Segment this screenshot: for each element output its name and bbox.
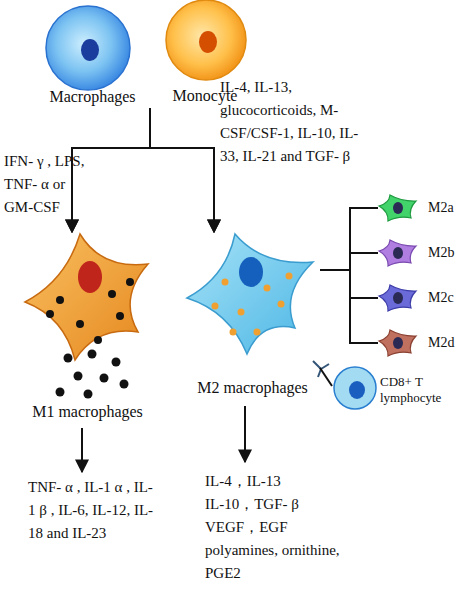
cell-nucleus — [239, 257, 263, 287]
granule-dot — [238, 309, 245, 316]
cell-shape — [25, 234, 148, 360]
cytokine-label: PGE2 — [205, 562, 405, 585]
output-arrow — [81, 428, 83, 472]
m2-subtype: M2c — [378, 284, 468, 312]
node-shape — [378, 239, 468, 267]
granule-dot — [286, 273, 293, 280]
cytokine-label: IFN- γ , LPS, TNF- α or GM-CSF — [4, 150, 88, 219]
cell-nucleus — [78, 261, 102, 293]
subtype-cell — [379, 240, 416, 266]
granule-dot — [76, 320, 84, 328]
granule-dot — [120, 380, 129, 389]
cytokine-label: TNF- α , IL-1 α , IL-1 β , IL-6, IL-12, … — [28, 476, 156, 545]
node-shape — [20, 232, 155, 427]
node-label: M2c — [428, 289, 468, 306]
granule-dot — [46, 310, 54, 318]
granule-dot — [108, 290, 116, 298]
cell-nucleus — [393, 202, 403, 214]
cell-nucleus — [393, 292, 403, 304]
cell-nucleus — [393, 337, 403, 349]
granule-dot — [254, 329, 261, 336]
cytokine-label: VEGF，EGF — [205, 516, 405, 539]
granule-dot — [94, 336, 102, 344]
m2-subtype: M2b — [378, 239, 468, 267]
connector — [72, 108, 150, 232]
granule-dot — [74, 372, 83, 381]
granule-dot — [88, 350, 97, 359]
connector — [72, 108, 150, 232]
subtype-cell — [379, 285, 416, 311]
granule-dot — [112, 358, 121, 367]
connector — [150, 108, 214, 232]
m2-subtype: M2a — [378, 194, 468, 222]
cell-nucleus — [199, 31, 217, 53]
node-label: M2 macrophages — [185, 378, 320, 397]
macrophage-cell: Macrophages — [35, 5, 150, 108]
node-label: M2b — [428, 244, 468, 261]
m2-subtype: M2d — [378, 329, 468, 357]
granule-dot — [56, 388, 65, 397]
granule-dot — [212, 303, 219, 310]
granule-dot — [278, 301, 285, 308]
connector — [150, 108, 214, 232]
node-shape — [378, 194, 468, 222]
cytokine-label: IL-4, IL-13, glucocorticoids, M-CSF/CSF-… — [220, 76, 365, 168]
cell-circle — [46, 6, 130, 90]
granule-dot — [84, 390, 93, 399]
cell-nucleus — [349, 381, 365, 399]
cell-circle — [334, 367, 376, 409]
node-shape — [378, 329, 468, 357]
cytokine-label: IL-10，TGF- β — [205, 493, 405, 516]
m2-macrophage: M2 macrophages — [185, 232, 320, 402]
cell-nucleus — [81, 39, 99, 61]
granule-dot — [100, 374, 109, 383]
granule-dot — [116, 312, 124, 320]
granule-dot — [264, 285, 271, 292]
node-label: M2a — [428, 199, 468, 216]
cell-shape — [187, 234, 313, 354]
granule-dot — [126, 278, 134, 286]
output-arrow — [244, 406, 246, 462]
cell-circle — [166, 0, 246, 80]
connector — [320, 253, 378, 270]
granule-dot — [56, 296, 64, 304]
connector — [320, 208, 378, 270]
granule-dot — [230, 329, 237, 336]
cd8-t-cell: CD8+ T lymphocyte — [332, 366, 472, 412]
subtype-cell — [379, 195, 416, 221]
subtype-cell — [379, 330, 416, 356]
granule-dot — [222, 279, 229, 286]
connector — [320, 270, 378, 343]
connector — [320, 368, 332, 386]
node-label: CD8+ T lymphocyte — [380, 374, 470, 406]
node-label: M1 macrophages — [20, 402, 155, 421]
node-label: M2d — [428, 334, 468, 351]
cytokine-label: polyamines, ornithine, — [205, 539, 405, 562]
cytokine-label: IL-4，IL-13 — [205, 470, 405, 493]
node-shape — [378, 284, 468, 312]
m1-macrophage: M1 macrophages — [20, 232, 155, 427]
node-label: Macrophages — [35, 87, 150, 106]
cell-nucleus — [393, 247, 403, 259]
granule-dot — [64, 354, 73, 363]
node-shape — [185, 232, 320, 402]
